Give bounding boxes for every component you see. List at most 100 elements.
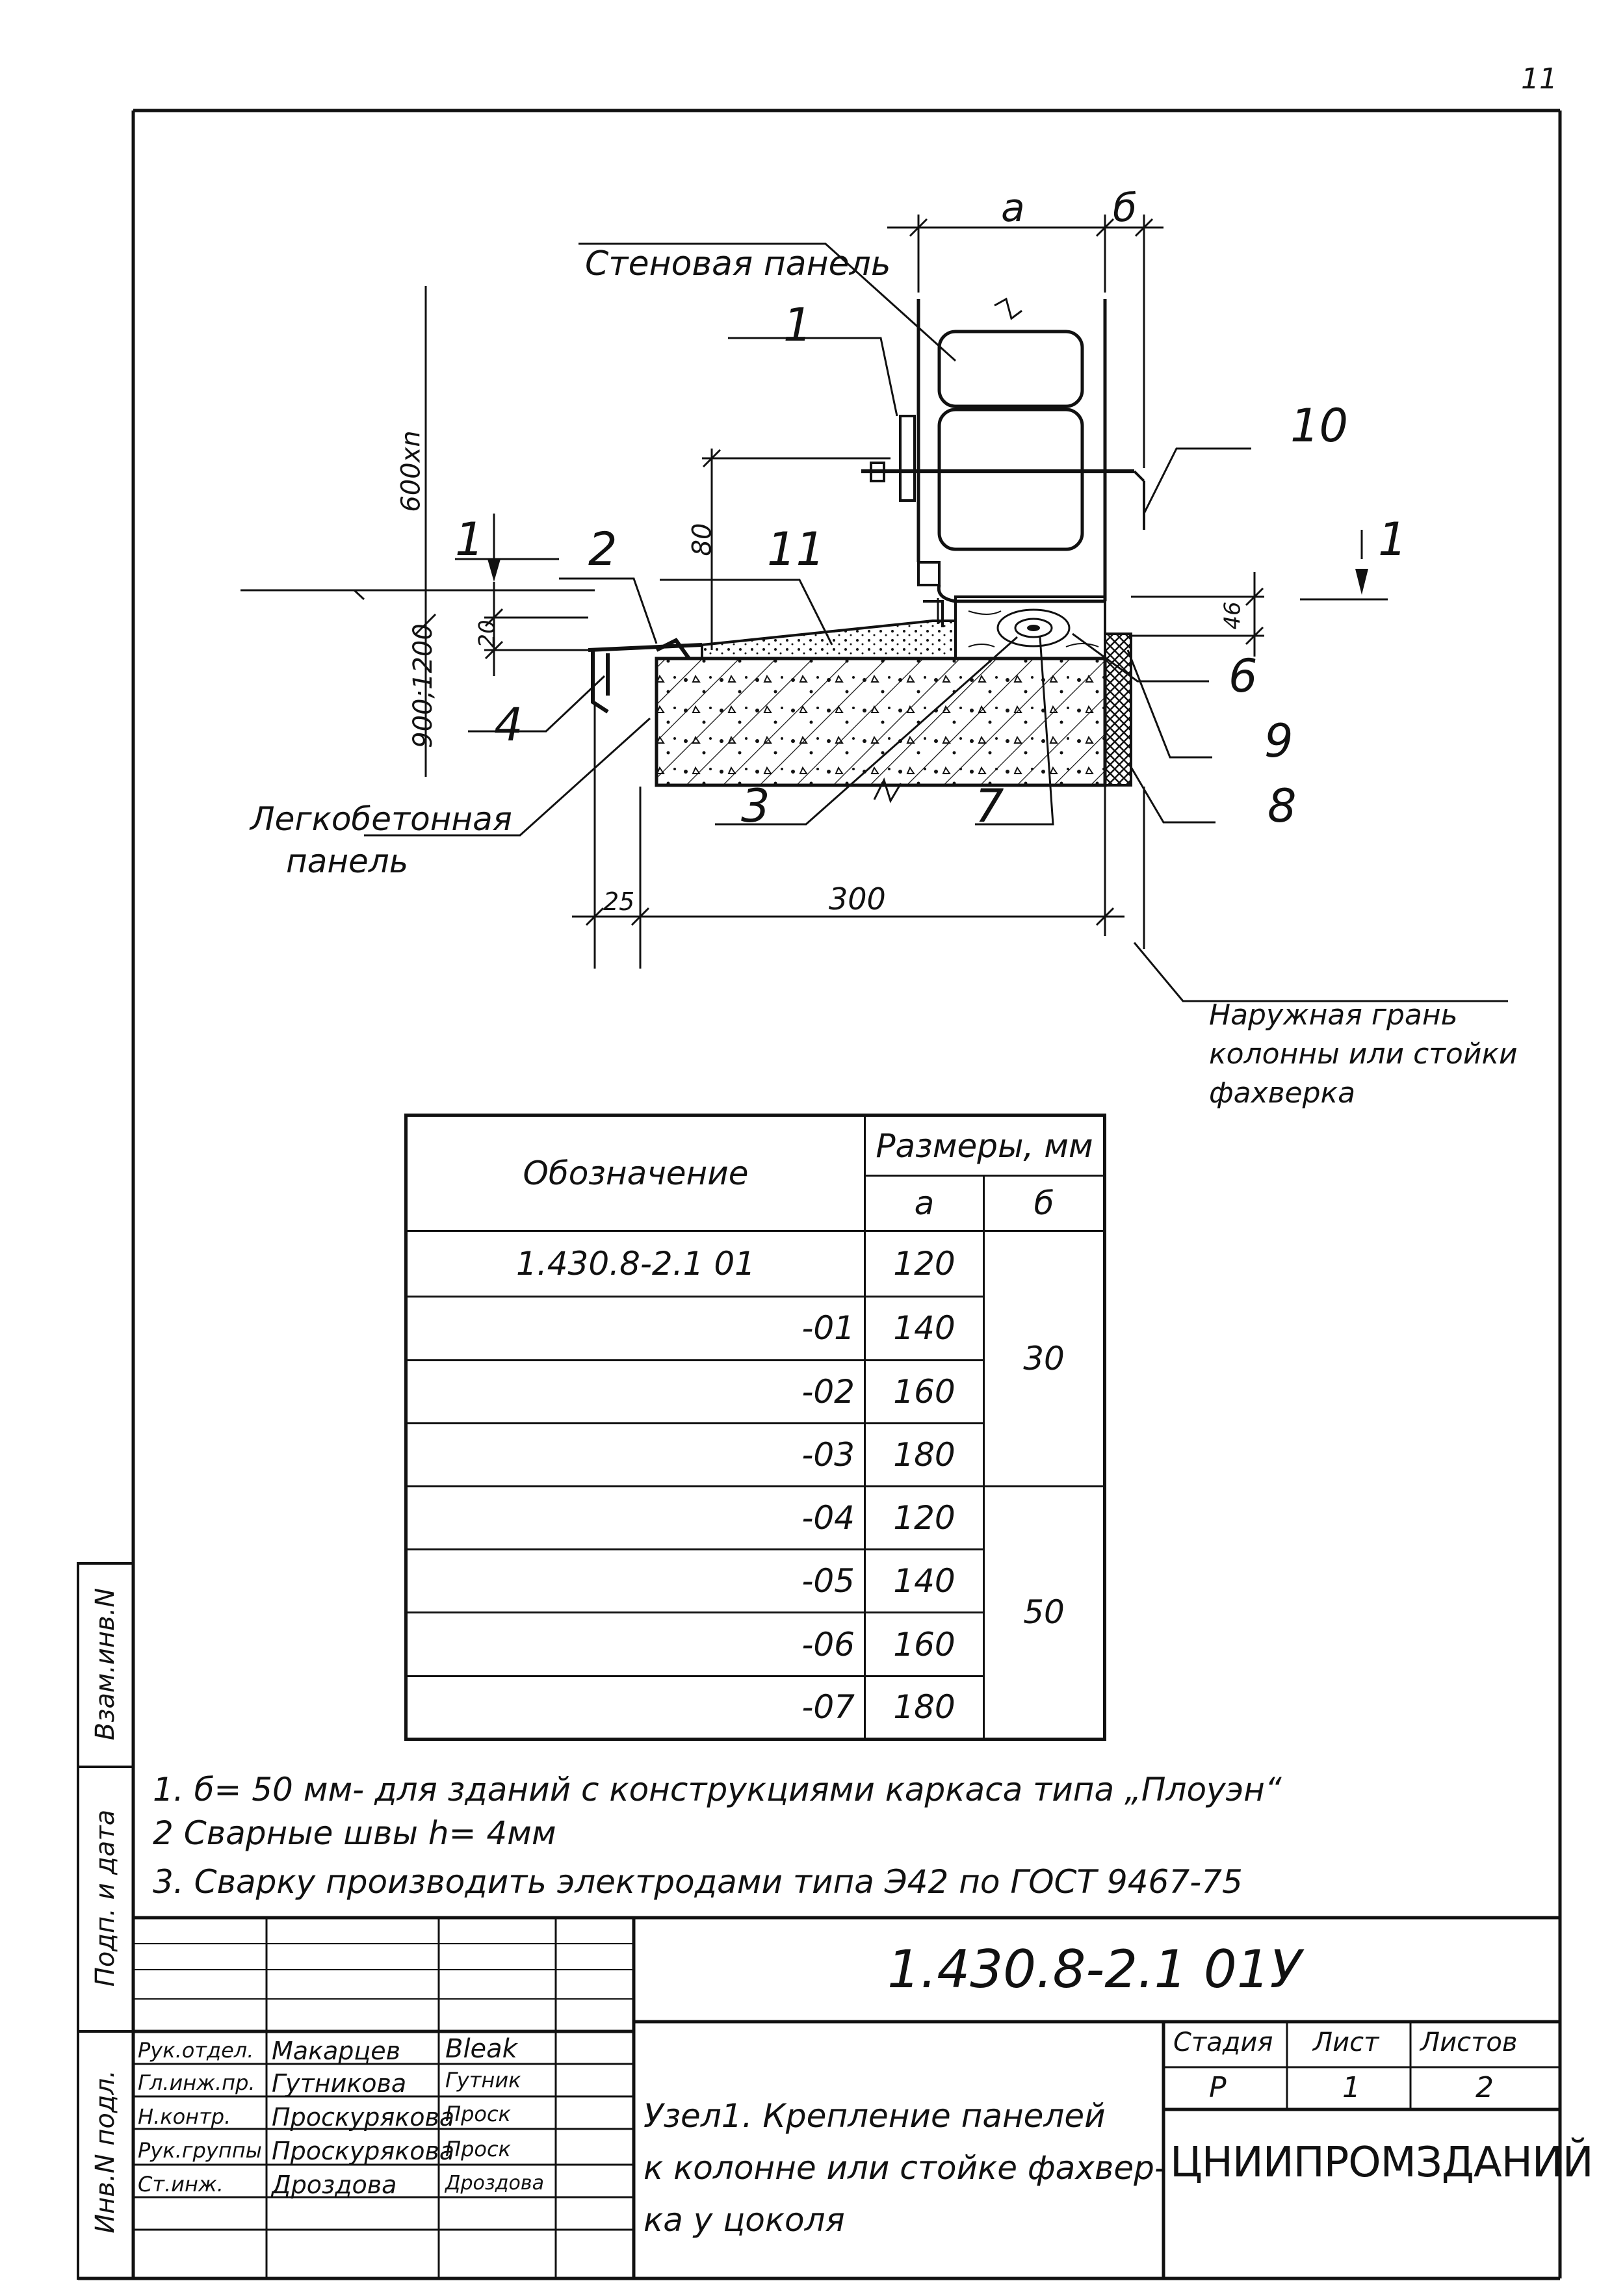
dimension-lines [240,215,1388,969]
anchor-bolt [861,415,1145,530]
dim-80-label: 80 [687,523,718,556]
title-block-grid [133,1916,1560,2278]
dim-b-label: б [1113,185,1138,231]
title-line-1: Узел1. Крепление панелей [644,2097,1106,2135]
stage-value: Р [1209,2071,1227,2104]
callout-3: 3 [741,779,770,833]
row-a: 120 [864,1229,985,1298]
header-designation: Обозначение [405,1114,866,1232]
dim-900-label: 900;1200 [408,623,438,748]
outer-face-label-1: Наружная грань [1209,998,1458,1032]
section-mark-right: 1 [1378,513,1407,566]
light-concrete-panel [655,633,1132,803]
row-a: 140 [864,1296,985,1361]
wood-block [954,595,1106,660]
row-a: 140 [864,1548,985,1614]
sig-role: Н.контр. [138,2104,231,2129]
row-designation: 1.430.8-2.1 01 [405,1229,866,1298]
row-designation: -02 [405,1359,866,1424]
row-designation: -07 [405,1675,866,1741]
table-row: -03 180 [405,1422,1105,1487]
dim-20-label: 20 [474,620,500,648]
dim-300-label: 300 [829,881,886,917]
sig-sign: Дроздова [445,2172,544,2195]
side-stamp-replace: Взам.инв.N [90,1587,120,1741]
sheets-header: Листов [1420,2028,1518,2057]
row-a: 120 [864,1485,985,1551]
b-group-1: 30 [983,1229,1106,1487]
sig-name: Макарцев [272,2037,401,2065]
sig-role: Рук.отдел. [138,2038,254,2063]
callout-11: 7 [975,779,1004,833]
callout-1: 1 [783,298,812,352]
side-stamp-sign-date: Подп. и дата [90,1809,120,1987]
dim-46-label: 46 [1219,601,1246,630]
table-row: -02 160 [405,1359,1105,1424]
break-mark [994,297,1022,320]
dim-25-label: 25 [603,887,635,916]
callout-6: 6 [1228,649,1258,703]
title-line-2: к колонне или стойке фахвер- [644,2149,1166,2187]
table-row: -05 140 [405,1548,1105,1614]
callout-4: 4 [494,698,523,751]
sig-sign: Проск [445,2137,511,2161]
row-designation: -01 [405,1296,866,1361]
row-designation: -06 [405,1611,866,1677]
dim-a-label: a [1001,185,1025,231]
sig-sign: Гутник [445,2068,521,2093]
wall-panel [916,299,1107,603]
sig-name: Гутникова [272,2069,407,2098]
row-a: 160 [864,1359,985,1424]
mortar-layer [701,598,957,660]
table-row: 1.430.8-2.1 01 120 30 [405,1229,1106,1487]
side-stamp-frame [77,1562,135,2280]
title-line-3: ка у цоколя [644,2201,845,2239]
stage-header: Стадия [1173,2028,1273,2057]
side-stamp-inv: Инв.N подл. [90,2070,120,2234]
sheet-header: Лист [1313,2028,1379,2057]
table-row: -07 180 [405,1675,1105,1741]
row-a: 180 [864,1422,985,1487]
panel-break-mark [873,777,902,803]
row-designation: -04 [405,1485,866,1551]
table-row: -06 160 [405,1611,1105,1677]
sig-sign: Проск [445,2102,511,2126]
outer-face-label-3: фахверка [1209,1076,1356,1110]
row-a: 160 [864,1611,985,1677]
sheets-value: 2 [1476,2071,1494,2104]
org-name: ЦНИИПРОМЗДАНИЙ [1170,2139,1594,2187]
steel-angle [588,638,703,714]
sig-role: Рук.группы [138,2138,262,2163]
note-1: 1. б= 50 мм- для зданий с конструкциями … [153,1771,1282,1808]
sig-name: Проскурякова [272,2103,455,2132]
sig-role: Гл.инж.пр. [138,2070,255,2095]
light-concrete-label-1: Легкобетонная [250,800,512,838]
sig-name: Дроздова [272,2171,397,2199]
table-row: -01 140 [405,1296,1105,1361]
callout-8: 8 [1268,779,1297,833]
sig-sign: Bleak [445,2034,517,2064]
note-2: 2 Сварные швы h= 4мм [153,1814,556,1852]
doc-code: 1.430.8-2.1 01У [887,1939,1302,2000]
wall-panel-label: Стеновая панель [585,244,891,283]
header-col-b: б [983,1175,1106,1232]
sheet-value: 1 [1342,2071,1360,2104]
callout-9: 9 [1264,714,1294,768]
section-mark-left: 1 [455,513,484,566]
header-col-a: a [864,1175,985,1232]
outer-face-label-2: колонны или стойки [1209,1037,1518,1071]
header-sizes: Размеры, мм [864,1114,1106,1177]
row-designation: -05 [405,1548,866,1614]
light-concrete-label-2: панель [286,842,409,880]
callout-2: 2 [588,523,618,576]
note-3: 3. Сварку производить электродами типа Э… [153,1863,1243,1901]
page-number: 11 [1521,62,1557,96]
sig-name: Проскурякова [272,2137,455,2165]
dim-600-label: 600xn [396,430,426,512]
spec-table: Обозначение Размеры, мм a б 1.430.8-2.1 … [404,1114,1106,1741]
b-group-2: 50 [983,1485,1106,1741]
callout-7: 10 [1290,399,1349,452]
table-row: -04 120 50 [405,1485,1106,1741]
section-arrows [488,559,1368,595]
